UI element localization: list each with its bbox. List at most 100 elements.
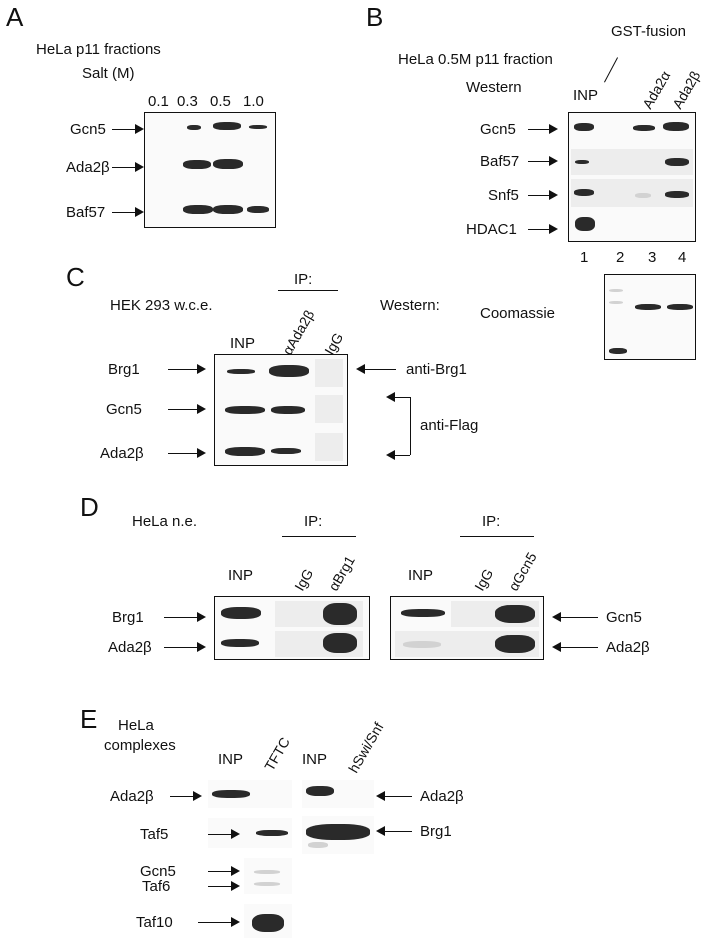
band	[269, 365, 309, 377]
band	[308, 842, 328, 848]
panel-b-lane-ada2a: Ada2α	[639, 68, 674, 112]
arrow-right-icon	[112, 124, 144, 134]
panel-c-letter: C	[66, 262, 85, 292]
panel-b-band-gcn5: Gcn5	[480, 121, 516, 138]
arrow-right-icon	[112, 162, 144, 172]
band	[635, 304, 661, 310]
band	[271, 448, 301, 454]
panel-a-salt-label: Salt (M)	[82, 65, 135, 82]
band	[574, 123, 594, 131]
panel-e-right-hswi: hSwi/Snf	[345, 719, 387, 776]
band	[665, 191, 689, 198]
panel-e-right-band-brg1: Brg1	[420, 823, 452, 840]
panel-b-lane-ada2b: Ada2β	[669, 68, 704, 112]
arrow-right-icon	[528, 224, 558, 234]
arrow-left-icon	[376, 791, 412, 801]
panel-d-left-band-ada2b: Ada2β	[108, 639, 152, 656]
band	[609, 301, 623, 304]
band	[221, 639, 259, 647]
panel-b-lane-3: 3	[648, 249, 657, 266]
band	[663, 122, 689, 131]
arrow-left-icon	[386, 450, 410, 460]
panel-e-strip-ada2b	[208, 780, 292, 808]
panel-b-lane-4: 4	[678, 249, 687, 266]
arrow-right-icon	[112, 207, 144, 217]
panel-a-blot	[144, 112, 276, 228]
divider-slash	[604, 57, 619, 83]
panel-e-band-taf5: Taf5	[140, 826, 169, 843]
panel-c-anti-brg1: anti-Brg1	[406, 361, 467, 378]
panel-a-band-gcn5: Gcn5	[70, 121, 106, 138]
panel-d-left-band-brg1: Brg1	[112, 609, 144, 626]
panel-c-lane-ab: αAda2β	[279, 307, 318, 358]
arrow-left-icon	[376, 826, 412, 836]
band	[495, 605, 535, 623]
panel-e-right-strip-ada2b	[302, 780, 374, 808]
strip	[315, 359, 343, 387]
arrow-left-icon	[552, 612, 598, 622]
panel-d-right-band-ada2b: Ada2β	[606, 639, 650, 656]
band	[213, 205, 243, 214]
strip	[315, 395, 343, 423]
panel-b-inp: INP	[573, 87, 599, 104]
panel-e-title-line1: HeLa	[118, 717, 154, 734]
panel-c-band-ada2b: Ada2β	[100, 445, 144, 462]
band	[635, 193, 651, 198]
panel-e-left-tftc: TFTC	[261, 734, 293, 774]
band	[633, 125, 655, 131]
band	[212, 790, 250, 798]
ip-bracket-line	[460, 536, 534, 537]
panel-b-band-hdac1: HDAC1	[466, 221, 517, 238]
panel-d-title: HeLa n.e.	[132, 513, 198, 530]
panel-d-right-inp: INP	[408, 567, 434, 584]
band	[256, 830, 288, 836]
ip-bracket-line	[282, 536, 356, 537]
band	[225, 406, 265, 414]
band	[183, 205, 213, 214]
panel-e-right-strip-brg1	[302, 816, 374, 854]
band	[254, 882, 280, 886]
panel-a-lane-0-1: 0.1	[148, 93, 169, 110]
panel-d-right-blot	[390, 596, 544, 660]
panel-c-ip: IP:	[294, 271, 313, 288]
band	[249, 125, 267, 129]
arrow-left-icon	[552, 642, 598, 652]
band	[227, 369, 255, 374]
arrow-right-icon	[208, 829, 240, 839]
band	[225, 447, 265, 456]
band	[187, 125, 201, 130]
arrow-right-icon	[208, 881, 240, 891]
panel-a-letter: A	[6, 2, 24, 32]
panel-b-coomassie-gel	[604, 274, 696, 360]
panel-b-western: Western	[466, 79, 522, 96]
arrow-right-icon	[168, 448, 206, 458]
band	[403, 641, 441, 648]
strip	[315, 433, 343, 461]
arrow-right-icon	[528, 190, 558, 200]
arrow-right-icon	[170, 791, 202, 801]
band	[254, 870, 280, 874]
band	[183, 160, 211, 169]
band	[609, 289, 623, 292]
panel-b-band-baf57: Baf57	[480, 153, 520, 170]
panel-b-gst-fusion: GST-fusion	[611, 23, 687, 40]
panel-a-lane-1-0: 1.0	[243, 93, 264, 110]
panel-b-lane-1: 1	[580, 249, 589, 266]
panel-c-band-gcn5: Gcn5	[106, 401, 142, 418]
panel-b-letter: B	[366, 2, 384, 32]
arrow-right-icon	[198, 917, 240, 927]
band	[665, 158, 689, 166]
panel-d-ip-left: IP:	[304, 513, 323, 530]
band	[495, 635, 535, 653]
panel-d-ip-right: IP:	[482, 513, 501, 530]
band	[221, 607, 261, 619]
band	[575, 217, 595, 231]
panel-d-left-igg: IgG	[291, 565, 317, 594]
panel-b-band-snf5: Snf5	[488, 187, 519, 204]
panel-e-band-gcn5: Gcn5	[140, 863, 176, 880]
arrow-right-icon	[168, 404, 206, 414]
panel-c-title: HEK 293 w.c.e.	[110, 297, 213, 314]
band	[306, 824, 370, 840]
panel-b-blot	[568, 112, 696, 242]
panel-c-inp: INP	[230, 335, 256, 352]
